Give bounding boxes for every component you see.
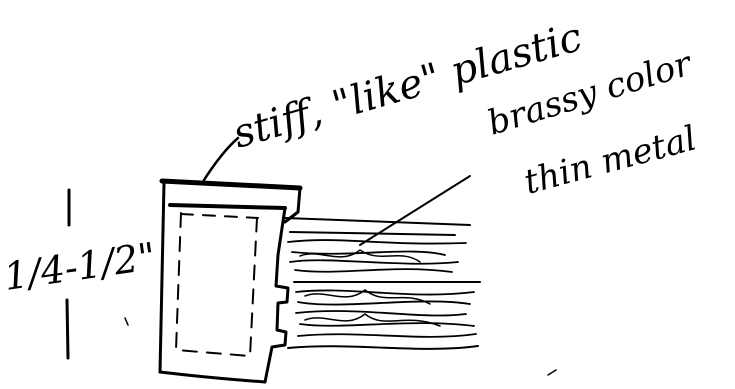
label-stiff-plastic: stiff, "like" plastic [228, 14, 587, 158]
label-thin-metal: thin metal [520, 118, 701, 202]
plastic-holder [160, 181, 300, 382]
label-height-dimension: 1/4-1/2" [1, 234, 158, 299]
leader-line-plastic [204, 138, 238, 180]
metal-fringe [285, 218, 480, 349]
stray-mark [125, 318, 128, 325]
stray-mark [548, 370, 556, 375]
